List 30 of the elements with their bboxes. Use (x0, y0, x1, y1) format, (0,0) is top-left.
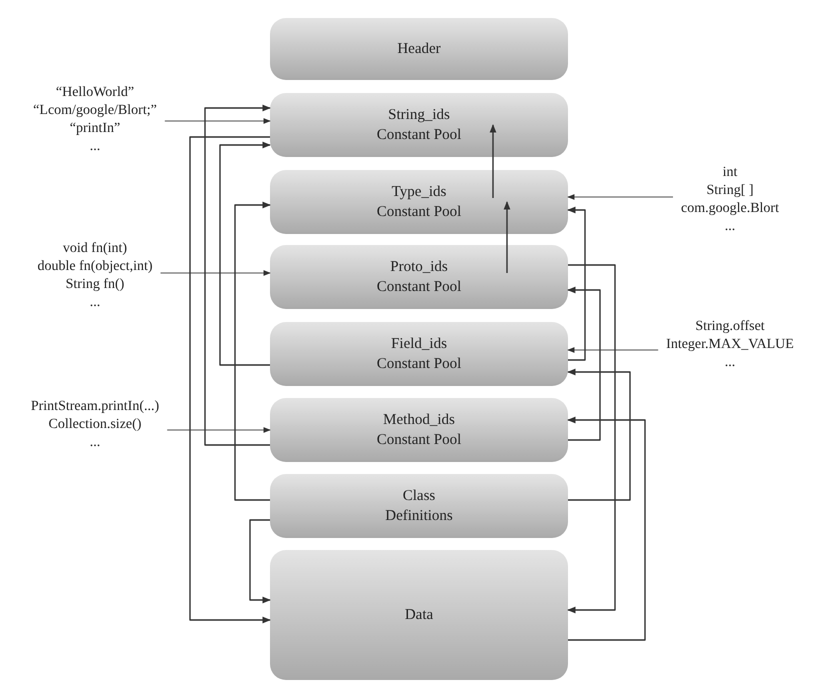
arrow (160, 270, 271, 276)
section-box: Method_ids Constant Pool (270, 398, 568, 462)
example-text: void fn(int) double fn(object,int) String fn() ... (37, 240, 153, 312)
arrow (167, 427, 271, 433)
section-box: Field_ids Constant Pool (270, 322, 568, 386)
example-text: PrintStream.printIn(...) Collection.size() ... (30, 398, 160, 452)
arrow (249, 519, 271, 604)
section-box: Type_ids Constant Pool (270, 170, 568, 234)
example-text: “HelloWorld” “Lcom/google/Blort;” “printIn” ... (33, 84, 157, 156)
arrow (567, 264, 616, 614)
arrow (567, 194, 673, 200)
section-box: Proto_ids Constant Pool (270, 245, 568, 309)
arrow (567, 286, 601, 441)
arrow (490, 124, 496, 198)
section-box: Class Definitions (270, 474, 568, 538)
section-box: Data (270, 550, 568, 680)
example-text: String.offset Integer.MAX_VALUE ... (666, 318, 794, 372)
arrow (504, 201, 510, 273)
example-text: int String[ ] com.google.Blort ... (681, 164, 779, 236)
arrow (567, 206, 586, 361)
section-box: Header (270, 18, 568, 80)
arrow (567, 368, 631, 501)
arrow (567, 416, 646, 641)
arrow (204, 104, 271, 446)
arrow (567, 347, 658, 353)
arrow (164, 118, 271, 124)
arrow (189, 136, 271, 624)
arrow (219, 142, 271, 366)
arrow (234, 202, 271, 501)
section-box: String_ids Constant Pool (270, 93, 568, 157)
